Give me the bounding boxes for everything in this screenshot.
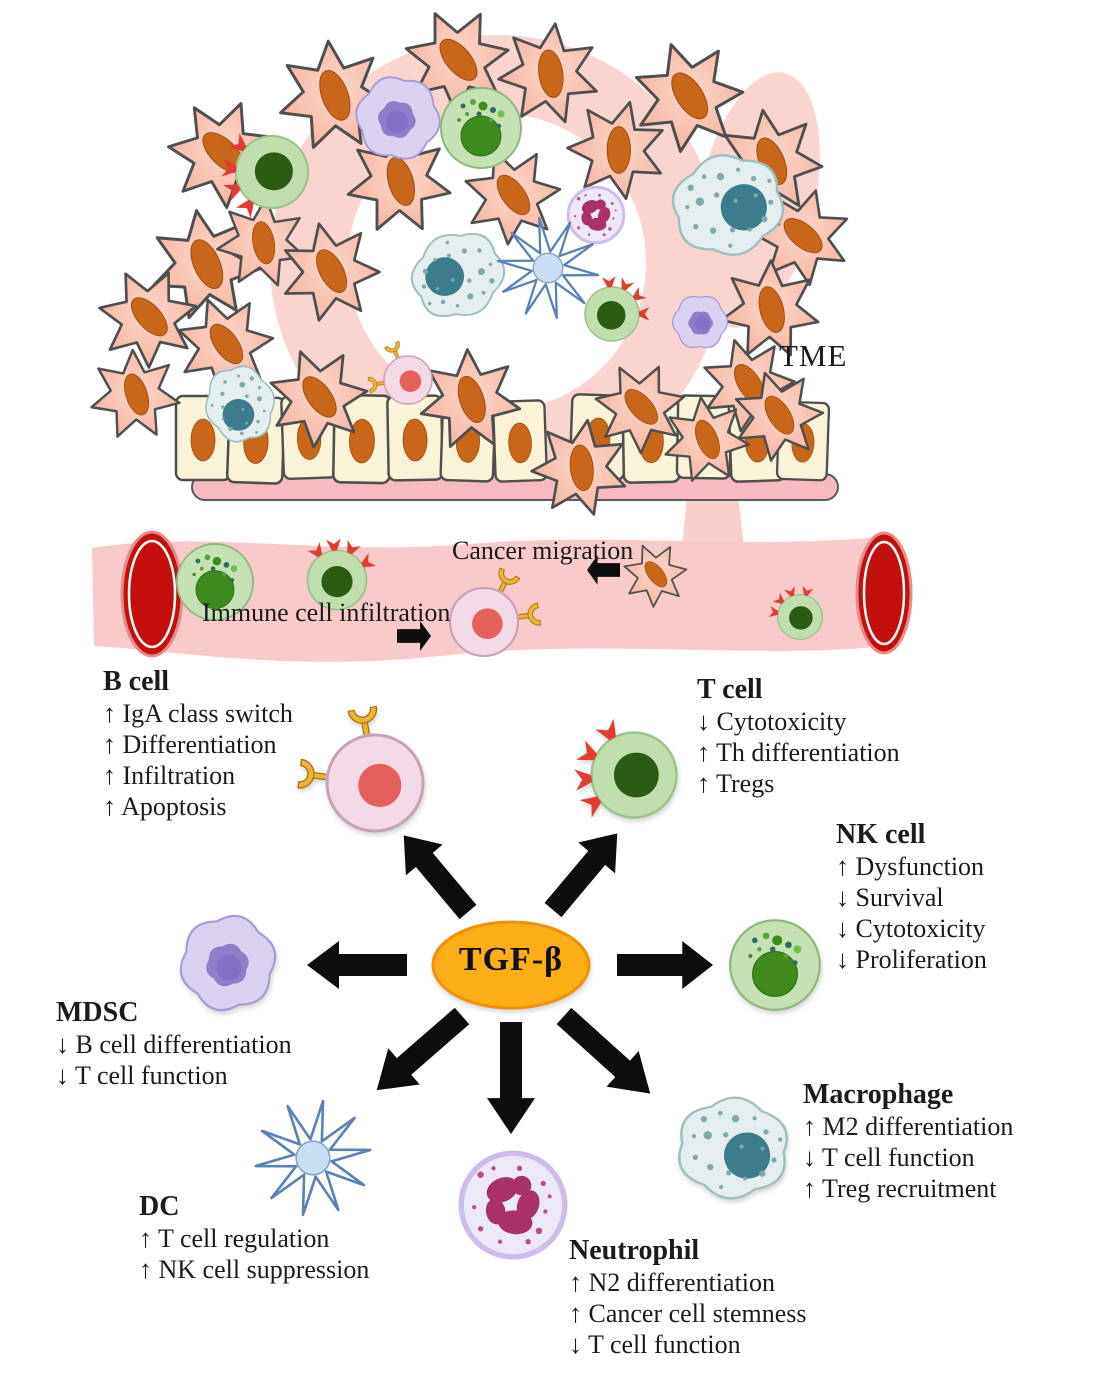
macrophage-effect: ↑ M2 differentiation — [803, 1112, 1014, 1141]
immune-infiltration-label: Immune cell infiltration — [202, 598, 451, 627]
arrow-to-neutrophil-icon — [487, 1022, 535, 1134]
nk-cell-effect: ↓ Proliferation — [836, 945, 987, 974]
neutrophil-effect: ↑ N2 differentiation — [569, 1268, 776, 1297]
tme-cluster-illustration — [86, 0, 866, 548]
tgfb-label: TGF-β — [458, 941, 564, 978]
t-cell-illustration — [574, 719, 676, 818]
neutrophil-illustration — [461, 1153, 565, 1257]
tgfb-ellipse — [431, 920, 591, 1010]
macrophage-illustration — [676, 1093, 790, 1203]
vessel-left-opening — [120, 530, 184, 658]
tme-macrophage-cell — [399, 216, 518, 333]
blood-vessel-illustration — [92, 530, 913, 662]
tme-neutrophil-cell — [566, 185, 626, 245]
arrow-to-mdsc-icon — [307, 941, 407, 989]
macrophage-title: Macrophage — [803, 1079, 954, 1110]
dc-effect: ↑ T cell regulation — [139, 1224, 330, 1253]
dc-title: DC — [139, 1191, 180, 1222]
neutrophil-title: Neutrophil — [569, 1235, 700, 1266]
nk-cell-effect: ↓ Survival — [836, 883, 944, 912]
t-cell-effect: ↑ Tregs — [697, 769, 775, 798]
mdsc-effect: ↓ T cell function — [56, 1061, 228, 1090]
nk-cell-effect: ↓ Cytotoxicity — [836, 914, 986, 943]
b-cell-effect: ↑ Differentiation — [103, 730, 277, 759]
arrow-to-dc-icon — [360, 997, 478, 1109]
arrow-to-nk-cell-icon — [617, 941, 713, 989]
neutrophil-effect: ↑ Cancer cell stemness — [569, 1299, 807, 1328]
neutrophil-label-block: Neutrophil ↑ N2 differentiation ↑ Cancer… — [569, 1234, 807, 1360]
arrow-to-b-cell-icon — [385, 819, 487, 928]
b-cell-illustration — [297, 705, 425, 833]
t-cell-effect: ↓ Cytotoxicity — [697, 707, 847, 736]
tme-nk-cell — [440, 87, 522, 169]
b-cell-effect: ↑ IgA class switch — [103, 699, 293, 728]
t-cell-label-block: T cell ↓ Cytotoxicity ↑ Th differentiati… — [697, 673, 900, 799]
mdsc-title: MDSC — [56, 997, 139, 1028]
vessel-stalk — [682, 486, 744, 548]
neutrophil-effect: ↓ T cell function — [569, 1330, 741, 1359]
b-cell-title: B cell — [103, 666, 170, 697]
dc-effect: ↑ NK cell suppression — [139, 1255, 370, 1284]
mdsc-effect: ↓ B cell differentiation — [56, 1030, 292, 1059]
b-cell-effect: ↑ Apoptosis — [103, 792, 227, 821]
macrophage-label-block: Macrophage ↑ M2 differentiation ↓ T cell… — [803, 1078, 1013, 1204]
tme-label: TME — [779, 338, 848, 373]
mdsc-label-block: MDSC ↓ B cell differentiation ↓ T cell f… — [56, 996, 292, 1091]
tgfb-hub — [307, 817, 713, 1134]
arrow-to-t-cell-icon — [534, 817, 636, 926]
macrophage-effect: ↑ Treg recruitment — [803, 1174, 997, 1203]
macrophage-effect: ↓ T cell function — [803, 1143, 975, 1172]
cancer-migration-label: Cancer migration — [452, 536, 634, 565]
nk-cell-label-block: NK cell ↑ Dysfunction ↓ Survival ↓ Cytot… — [836, 818, 987, 975]
nk-cell-title: NK cell — [836, 819, 926, 850]
b-cell-effect: ↑ Infiltration — [103, 761, 236, 790]
dc-label-block: DC ↑ T cell regulation ↑ NK cell suppres… — [139, 1190, 369, 1285]
vessel-right-opening — [855, 531, 913, 655]
nk-cell-effect: ↑ Dysfunction — [836, 852, 985, 881]
arrow-to-macrophage-icon — [547, 998, 667, 1112]
t-cell-effect: ↑ Th differentiation — [697, 738, 900, 767]
b-cell-label-block: B cell ↑ IgA class switch ↑ Differentiat… — [103, 665, 293, 822]
t-cell-title: T cell — [697, 674, 763, 705]
nk-cell-illustration — [729, 919, 821, 1011]
